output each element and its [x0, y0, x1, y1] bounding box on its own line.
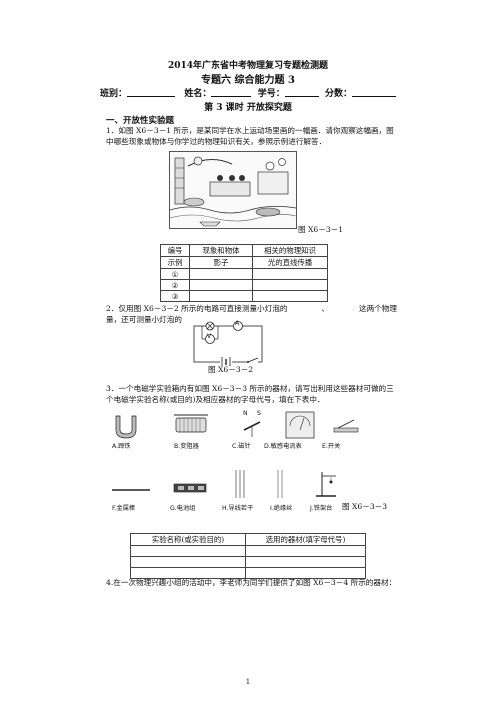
id-blank[interactable]	[284, 87, 319, 97]
table-row	[130, 567, 366, 579]
score-blank[interactable]	[352, 87, 397, 97]
equipment-row-2-drawing	[112, 470, 336, 498]
phenomena-table: 编号 现象和物体 相关的物理知识 示例 影子 光的直线传播 ① ② ③	[160, 244, 328, 302]
voltmeter-symbol: V	[207, 333, 212, 340]
section-heading: 一、开放性实验题	[106, 116, 175, 126]
item-a-label: A.蹄铁	[112, 443, 131, 450]
example-knowledge: 光的直线传播	[252, 256, 328, 269]
example-label: 示例	[160, 256, 190, 269]
name-blank[interactable]	[211, 87, 252, 97]
name-label: 姓名：	[184, 89, 212, 99]
q2-part-a: 2．仅用图 X6－3－2 所示的电路可直接测量小灯泡的	[106, 304, 288, 313]
class-label: 班别：	[99, 89, 127, 99]
magnet-n-label: N	[243, 410, 248, 417]
q2-separator: 、	[321, 304, 330, 313]
row-number: ③	[160, 290, 190, 302]
equipment-row-1-drawing	[115, 411, 359, 439]
item-i-label: I.绝缘丝	[270, 505, 293, 512]
water-park-drawing	[169, 152, 297, 228]
header-experiment: 实验名称(或实验目的)	[130, 533, 246, 546]
answer-cell[interactable]	[189, 268, 253, 280]
document-subtitle: 专题六 综合能力题 3	[201, 75, 295, 86]
example-phenomenon: 影子	[189, 256, 253, 269]
answer-cell[interactable]	[189, 290, 253, 302]
answer-cell[interactable]	[245, 556, 366, 568]
magnet-s-label: S	[257, 410, 261, 417]
question-1-text: 1．如图 X6－3－1 所示，是某同学在水上运动场里画的一幅画．请你观察这幅画，…	[106, 126, 394, 146]
table-row: ③	[160, 290, 328, 302]
page-number: 1	[245, 678, 251, 686]
answer-cell[interactable]	[245, 545, 366, 557]
row-number: ②	[160, 279, 190, 291]
answer-cell[interactable]	[252, 268, 328, 280]
answer-cell[interactable]	[245, 567, 366, 579]
header-knowledge: 相关的物理知识	[252, 244, 328, 257]
student-info-line: 班别： 姓名： 学号： 分数：	[0, 86, 496, 99]
table-header-row: 实验名称(或实验目的) 选用的器材(填字母代号)	[130, 533, 366, 546]
score-label: 分数：	[325, 89, 353, 99]
q2-part-b: 这两个物理量，还可测量小灯泡的	[106, 304, 397, 324]
question-2-text: 2．仅用图 X6－3－2 所示的电路可直接测量小灯泡的 、这两个物理量，还可测量小…	[106, 303, 398, 325]
table-row: ②	[160, 279, 328, 291]
id-label: 学号：	[257, 89, 285, 99]
row-number: ①	[160, 268, 190, 280]
equipment-row-2: F.金属棒 G.电池组 H.导线若干 I.绝缘丝 J.铁架台 图 X6－3－3	[110, 468, 410, 514]
table-row	[130, 556, 366, 568]
header-number: 编号	[160, 244, 190, 257]
figure-1-caption: 图 X6－3－1	[298, 225, 344, 234]
figure-3-caption: 图 X6－3－3	[342, 502, 388, 511]
header-phenomenon: 现象和物体	[189, 244, 253, 257]
table-header-row: 编号 现象和物体 相关的物理知识	[160, 244, 328, 257]
circuit-drawing	[193, 321, 263, 367]
item-f-label: F.金属棒	[112, 505, 136, 512]
header-equipment: 选用的器材(填字母代号)	[245, 533, 366, 546]
answer-cell[interactable]	[130, 545, 246, 557]
table-row: 示例 影子 光的直线传播	[160, 256, 328, 269]
answer-cell[interactable]	[189, 279, 253, 291]
answer-cell[interactable]	[252, 279, 328, 291]
document-title: 2014年广东省中考物理复习专题检测题	[167, 61, 329, 71]
equipment-row-1: N S A.蹄铁 B.变阻器 C.磁针 D.敏感电流表 E.开关	[112, 410, 382, 452]
ammeter-symbol: A	[235, 320, 240, 327]
question-4-text: 4.在一次物理兴趣小组的活动中，李老师为同学们提供了如图 X6－3－4 所示的器…	[106, 578, 397, 587]
item-h-label: H.导线若干	[222, 505, 254, 512]
experiment-table: 实验名称(或实验目的) 选用的器材(填字母代号)	[130, 533, 366, 579]
item-j-label: J.铁架台	[310, 505, 333, 512]
figure-2-caption: 图 X6－3－2	[208, 365, 254, 374]
lesson-title: 第 3 课时 开放探究题	[204, 103, 292, 113]
answer-cell[interactable]	[130, 556, 246, 568]
item-g-label: G.电池组	[170, 505, 196, 512]
water-park-illustration	[169, 151, 297, 229]
answer-cell[interactable]	[252, 290, 328, 302]
table-row: ①	[160, 268, 328, 280]
circuit-diagram: A V	[190, 318, 266, 367]
item-e-label: E.开关	[322, 443, 341, 450]
item-d-label: D.敏感电流表	[264, 443, 302, 450]
question-3-text: 3．一个电磁学实验箱内有如图 X6－3－3 所示的器材，请写出利用这些器材可做的…	[106, 384, 394, 404]
item-c-label: C.磁针	[232, 443, 251, 450]
class-blank[interactable]	[127, 87, 175, 97]
table-row	[130, 545, 366, 557]
item-b-label: B.变阻器	[174, 443, 199, 450]
